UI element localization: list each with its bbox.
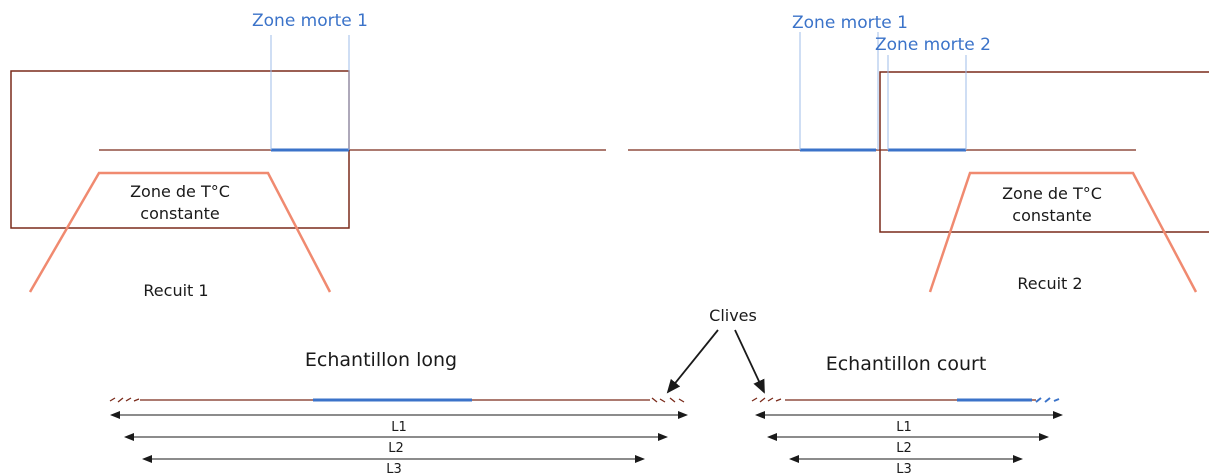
short-L1-label: L1 bbox=[896, 420, 912, 435]
clives-arrow-left bbox=[666, 329, 719, 394]
constant-zone-2-title: Zone de T°C bbox=[1002, 184, 1102, 203]
clives-label: Clives bbox=[709, 306, 757, 325]
recuit-2-panel: Zone morte 1 Zone morte 2 Zone de T°C co… bbox=[628, 13, 1209, 293]
constant-zone-2-subtitle: constante bbox=[1012, 206, 1091, 225]
cleave-callout: Clives bbox=[666, 306, 765, 394]
short-sample: Echantillon court L1 L2 L3 bbox=[751, 353, 1063, 473]
long-sample: Echantillon long L1 L2 L3 bbox=[109, 349, 688, 473]
long-sample-right-cleave bbox=[651, 397, 685, 403]
recuit-2-label: Recuit 2 bbox=[1017, 274, 1082, 293]
recuit-1-panel: Zone morte 1 Zone de T°C constante Recui… bbox=[10, 11, 606, 300]
echantillon-long-label: Echantillon long bbox=[305, 349, 457, 371]
constant-zone-1-subtitle: constante bbox=[140, 204, 219, 223]
zone-morte-1-label: Zone morte 1 bbox=[252, 11, 368, 31]
short-sample-right-cleave bbox=[1035, 397, 1060, 403]
short-sample-left-cleave bbox=[751, 397, 782, 403]
recuit-1-label: Recuit 1 bbox=[143, 281, 208, 300]
short-L2-label: L2 bbox=[896, 441, 912, 456]
short-L3-label: L3 bbox=[896, 462, 912, 473]
temperature-profile-2 bbox=[928, 171, 1198, 293]
temperature-profile-1 bbox=[28, 171, 332, 293]
echantillon-court-label: Echantillon court bbox=[826, 353, 987, 375]
clives-arrow-right bbox=[734, 329, 765, 394]
furnace-2-box bbox=[879, 71, 1209, 233]
zone-morte-2-label: Zone morte 2 bbox=[875, 35, 991, 55]
constant-zone-1-title: Zone de T°C bbox=[130, 182, 230, 201]
long-L3-label: L3 bbox=[386, 462, 402, 473]
long-sample-left-cleave bbox=[109, 397, 140, 403]
long-L1-label: L1 bbox=[391, 420, 407, 435]
zone-morte-1-label-recuit-2: Zone morte 1 bbox=[792, 13, 908, 33]
long-L2-label: L2 bbox=[388, 441, 404, 456]
